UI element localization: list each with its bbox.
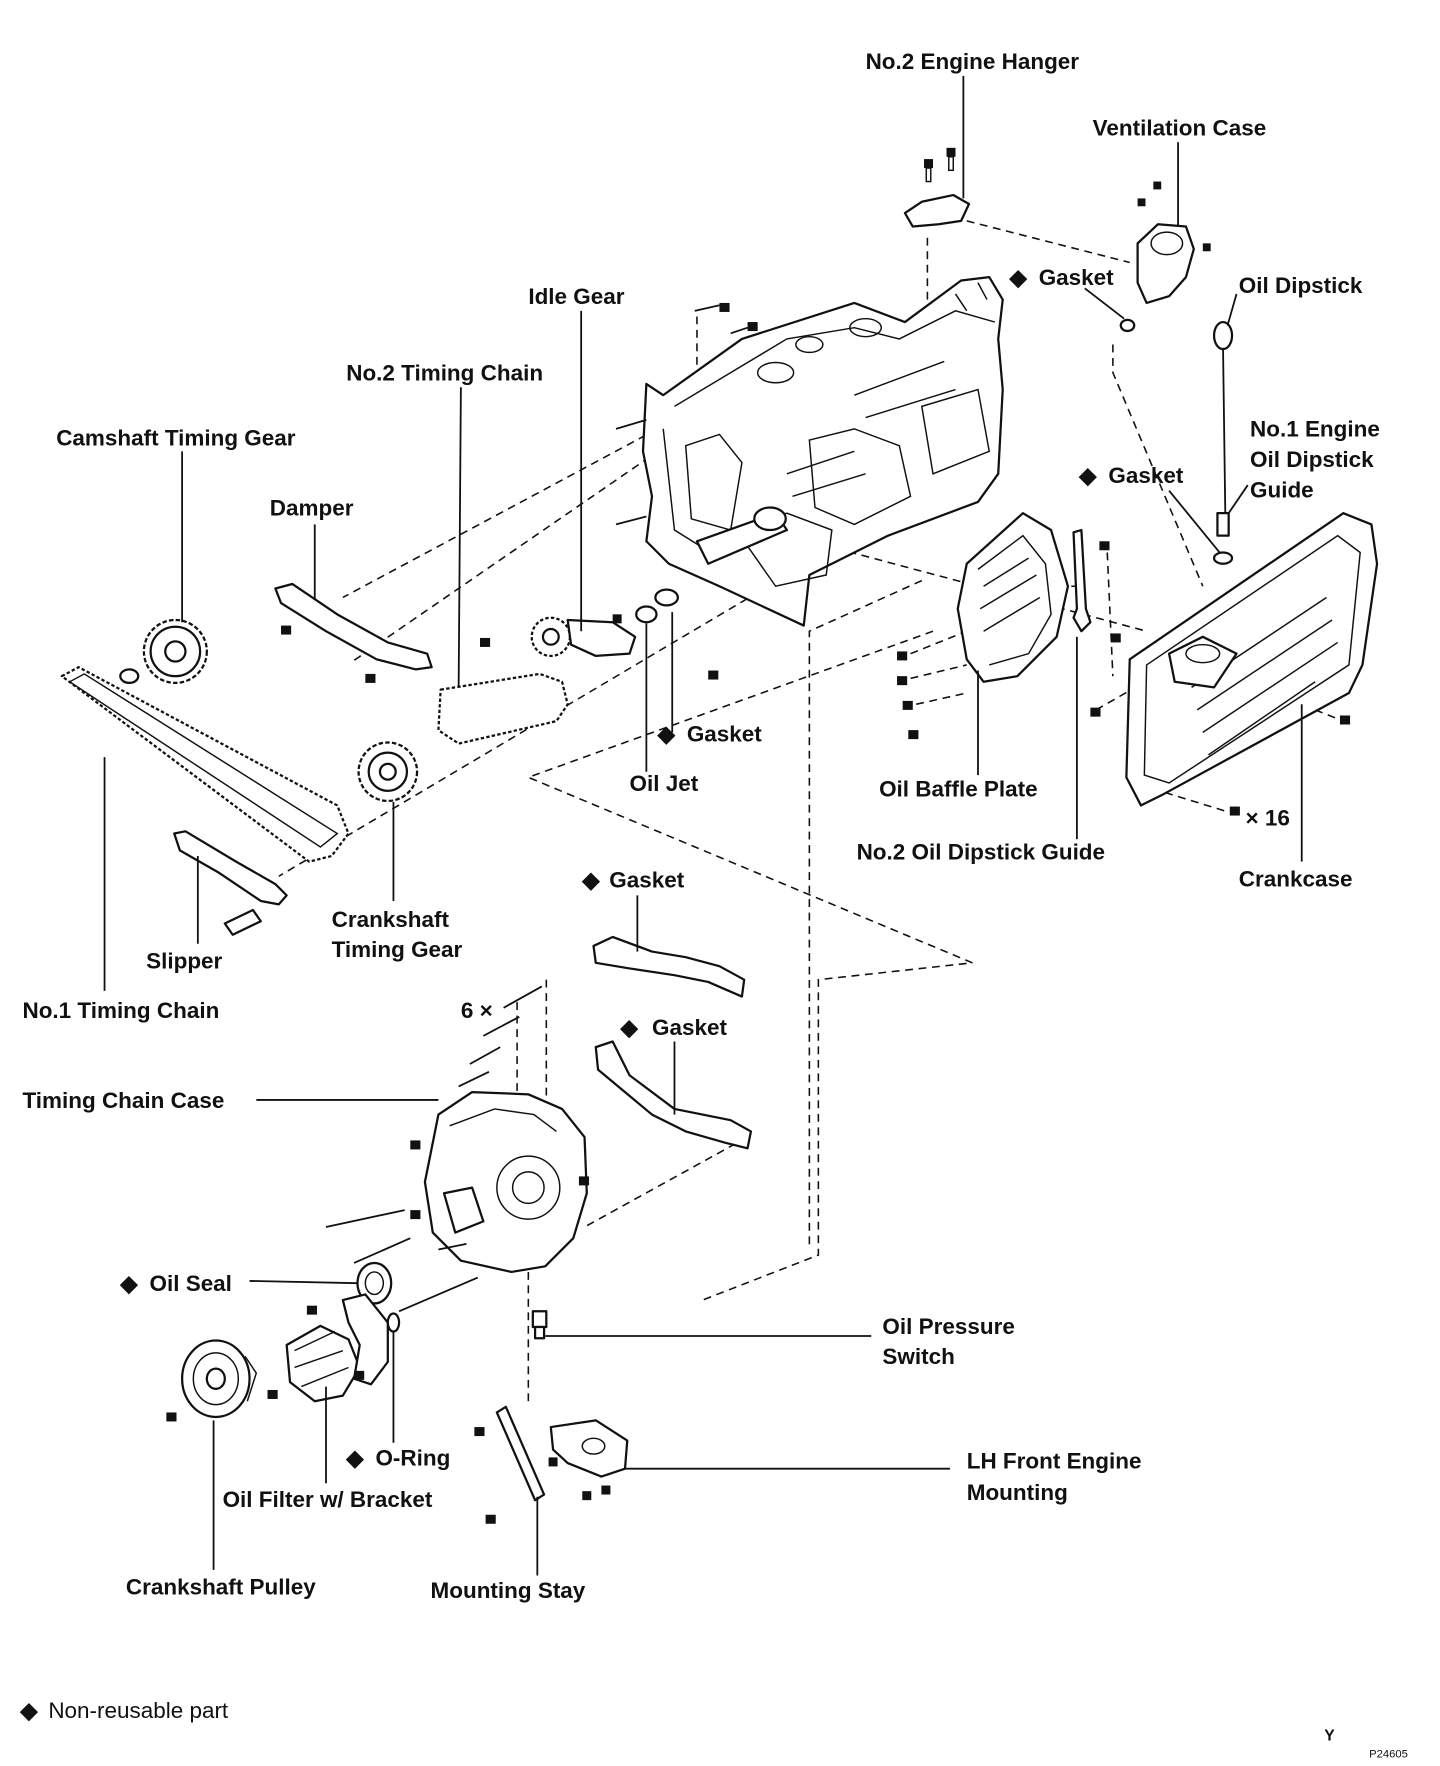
label-crankshaft-timing-gear-line1: Crankshaft xyxy=(332,907,450,932)
no2-engine-hanger-part xyxy=(903,147,971,228)
legend-text: Non-reusable part xyxy=(48,1698,229,1723)
label-timing-chain-case: Timing Chain Case xyxy=(22,1088,224,1113)
oil-seal-part xyxy=(356,1261,393,1305)
legend: ◆ Non-reusable part xyxy=(19,1698,229,1723)
label-oil-pressure-switch-line2: Switch xyxy=(882,1344,954,1369)
gasket-lower-part xyxy=(594,1040,753,1150)
ventilation-case-part xyxy=(1119,181,1211,333)
label-oil-jet: Oil Jet xyxy=(630,771,699,796)
label-bolt-count-6: 6 × xyxy=(461,998,493,1023)
engine-block xyxy=(641,275,1004,627)
damper-part xyxy=(274,582,433,683)
label-gasket-lower: Gasket xyxy=(652,1015,727,1040)
no2-oil-dipstick-guide-part xyxy=(1072,528,1110,633)
footer-code: P24605 xyxy=(1369,1749,1408,1761)
label-oil-dipstick: Oil Dipstick xyxy=(1239,273,1363,298)
marker-gasket-mid: ◆ xyxy=(581,867,600,892)
oil-jet-part xyxy=(635,588,719,680)
label-idle-gear: Idle Gear xyxy=(528,284,624,309)
label-no1-timing-chain: No.1 Timing Chain xyxy=(22,998,219,1023)
label-oil-baffle-plate: Oil Baffle Plate xyxy=(879,776,1038,801)
label-gasket-mid: Gasket xyxy=(609,867,684,892)
no2-timing-chain-part xyxy=(437,672,569,745)
no1-timing-chain-part xyxy=(60,666,350,863)
marker-oil-seal: ◆ xyxy=(119,1271,138,1296)
idle-gear-part xyxy=(480,614,637,658)
label-crankcase: Crankcase xyxy=(1239,866,1353,891)
label-no1-engine-oil-dipstick-guide-line2: Oil Dipstick xyxy=(1250,447,1374,472)
label-lh-front-engine-mounting-line2: Mounting xyxy=(967,1480,1068,1505)
label-oil-pressure-switch-line1: Oil Pressure xyxy=(882,1314,1014,1339)
marker-gasket-crankcase: ◆ xyxy=(1078,463,1097,488)
timing-chain-case-part xyxy=(410,1090,590,1274)
crankshaft-timing-gear-part xyxy=(357,741,419,803)
crankshaft-pulley-part xyxy=(166,1339,258,1422)
footer-letter: Y xyxy=(1324,1728,1335,1745)
leader-lines xyxy=(103,75,1303,1576)
label-no1-engine-oil-dipstick-guide-line1: No.1 Engine xyxy=(1250,417,1380,442)
marker-gasket-lower: ◆ xyxy=(620,1015,639,1040)
oil-filter-part xyxy=(267,1293,401,1403)
misc-bolts xyxy=(615,302,1351,816)
label-no2-oil-dipstick-guide: No.2 Oil Dipstick Guide xyxy=(857,839,1105,864)
oil-baffle-plate-part xyxy=(956,512,1070,683)
label-mounting-stay: Mounting Stay xyxy=(431,1578,586,1603)
label-no1-engine-oil-dipstick-guide-line3: Guide xyxy=(1250,477,1314,502)
label-oil-seal: Oil Seal xyxy=(150,1271,232,1296)
label-camshaft-timing-gear: Camshaft Timing Gear xyxy=(56,426,296,451)
label-damper: Damper xyxy=(270,495,354,520)
crankcase-part xyxy=(1125,512,1379,807)
label-gasket-top: Gasket xyxy=(1039,265,1114,290)
legend-marker-icon: ◆ xyxy=(19,1698,38,1723)
gasket-mid-part xyxy=(592,935,746,998)
oil-dipstick-part xyxy=(1212,320,1234,565)
label-no2-timing-chain: No.2 Timing Chain xyxy=(346,361,543,386)
assembly-guide-lines xyxy=(278,220,1344,1407)
label-no2-engine-hanger: No.2 Engine Hanger xyxy=(866,49,1080,74)
label-ventilation-case: Ventilation Case xyxy=(1093,115,1267,140)
marker-gasket-top: ◆ xyxy=(1008,265,1027,290)
label-slipper: Slipper xyxy=(146,948,222,973)
label-lh-front-engine-mounting-line1: LH Front Engine xyxy=(967,1449,1142,1474)
label-gasket-crankcase: Gasket xyxy=(1108,463,1183,488)
label-gasket-oil-jet: Gasket xyxy=(687,721,762,746)
footer: Y P24605 xyxy=(1324,1728,1408,1761)
lh-front-engine-mounting-part xyxy=(548,1419,629,1501)
label-crankshaft-timing-gear-line2: Timing Gear xyxy=(332,937,463,962)
mounting-stay-part xyxy=(474,1405,546,1524)
label-o-ring: O-Ring xyxy=(375,1445,450,1470)
slipper-part xyxy=(173,830,288,936)
part-labels: No.2 Engine Hanger Ventilation Case ◆ Ga… xyxy=(22,49,1379,1603)
oil-pressure-switch-part xyxy=(531,1310,548,1340)
label-oil-filter-w-bracket: Oil Filter w/ Bracket xyxy=(223,1487,433,1512)
timing-case-bolts xyxy=(325,985,543,1313)
marker-gasket-oil-jet: ◆ xyxy=(657,721,676,746)
camshaft-timing-gear-part xyxy=(119,618,208,685)
marker-o-ring: ◆ xyxy=(345,1445,364,1470)
label-crankshaft-pulley: Crankshaft Pulley xyxy=(126,1575,316,1600)
label-bolt-count-16: × 16 xyxy=(1246,806,1290,831)
